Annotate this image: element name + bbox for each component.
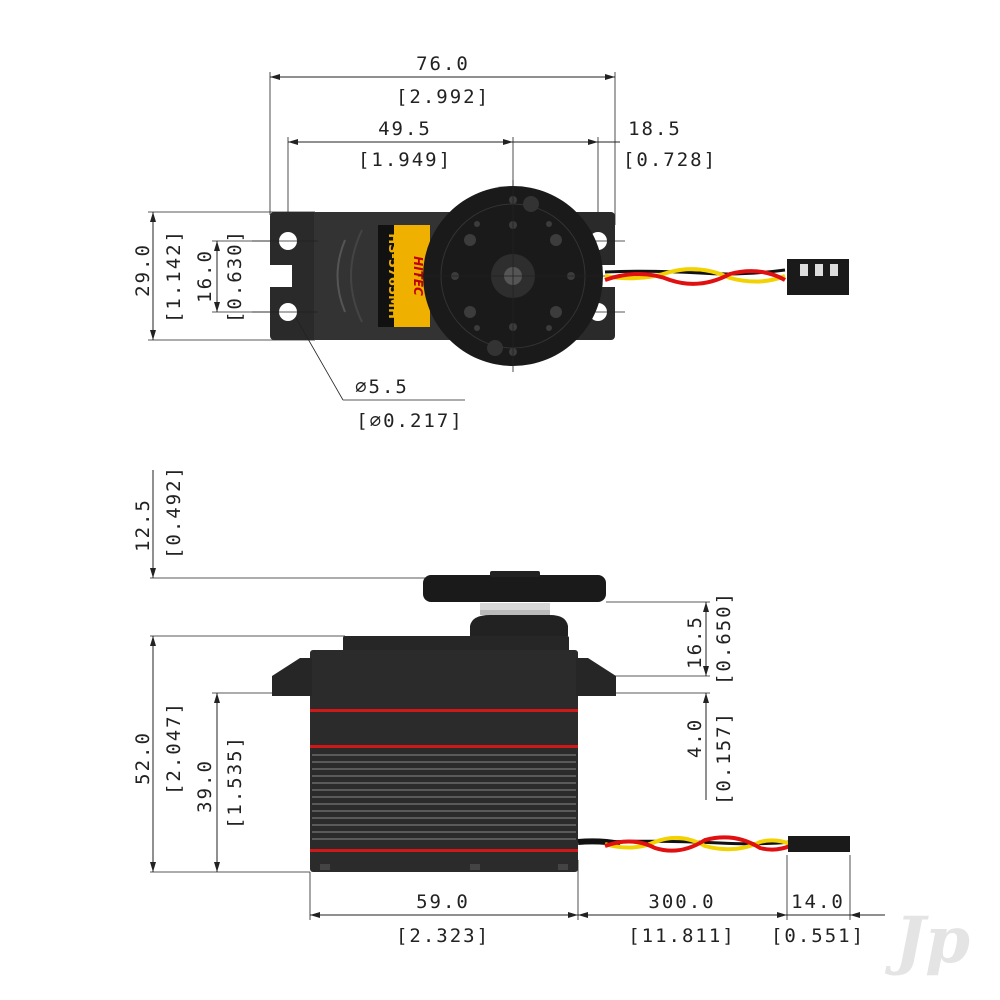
connector-side	[788, 836, 850, 852]
mount-flange-right	[576, 658, 616, 696]
hole-spacing-v-mm: 16.0	[194, 249, 216, 303]
body-length-in: [2.323]	[396, 925, 490, 947]
hole-diameter-mm: ⌀5.5	[355, 376, 409, 398]
heatsink-fins	[312, 754, 576, 840]
top-to-horn-in: [0.650]	[713, 591, 735, 685]
total-height-in: [2.047]	[163, 701, 185, 795]
watermark-logo: Jp	[884, 903, 970, 978]
connector-length-in: [0.551]	[771, 925, 865, 947]
servo-wire-top	[604, 267, 786, 286]
mount-flange-left	[272, 658, 312, 696]
hole-spacing-v-in: [0.630]	[224, 229, 246, 323]
total-height-mm: 52.0	[132, 731, 154, 785]
side-view: 12.5 [0.492] 52.0 [2.047] 39.0 [1.535] 1…	[132, 465, 885, 947]
top-view: 76.0 [2.992] 49.5 [1.949] 18.5 [0.728] 2…	[132, 53, 849, 432]
hole-spacing-mm: 49.5	[378, 118, 432, 140]
mount-height-mm: 39.0	[194, 759, 216, 813]
wire-length-in: [11.811]	[628, 925, 736, 947]
hole-diameter-in: [⌀0.217]	[356, 410, 464, 432]
overall-width-mm: 76.0	[416, 53, 470, 75]
body-length-mm: 59.0	[416, 891, 470, 913]
height-in: [1.142]	[163, 229, 185, 323]
horn-height-mm: 12.5	[132, 498, 154, 552]
flange-thickness-mm: 4.0	[684, 718, 706, 758]
model-label: HS-5765MH	[385, 233, 400, 319]
hole-spacing-in: [1.949]	[358, 149, 452, 171]
output-offset-in: [0.728]	[623, 149, 717, 171]
servo-wire-side	[577, 835, 791, 853]
servo-horn-side	[423, 575, 606, 602]
height-mm: 29.0	[132, 243, 154, 297]
wire-length-mm: 300.0	[648, 891, 715, 913]
servo-case-side	[310, 650, 578, 872]
output-offset-mm: 18.5	[628, 118, 682, 140]
connector-length-mm: 14.0	[791, 891, 845, 913]
horn-height-in: [0.492]	[163, 465, 185, 559]
mount-height-in: [1.535]	[224, 735, 246, 829]
overall-width-in: [2.992]	[396, 86, 490, 108]
horn-holes	[451, 196, 575, 356]
top-to-horn-mm: 16.5	[684, 615, 706, 669]
flange-thickness-in: [0.157]	[713, 711, 735, 805]
